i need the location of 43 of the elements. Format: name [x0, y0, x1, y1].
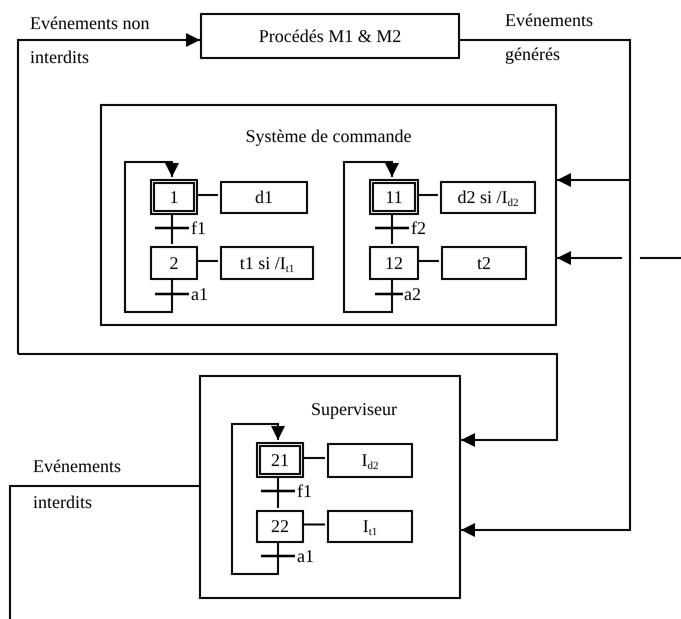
step-box: 2 [150, 246, 198, 280]
arrow [460, 39, 631, 537]
edge-label: f2 [410, 219, 427, 237]
initial-step-box: 21 [256, 442, 304, 478]
connector-line [302, 524, 325, 526]
text-label: Evénements interdits [33, 455, 122, 514]
system-panel [100, 104, 557, 326]
edge-label: a1 [296, 547, 315, 565]
edge-label: a2 [403, 285, 422, 303]
text-label: Evénements générés [505, 9, 594, 66]
action-box: d1 [220, 181, 308, 214]
arrow [18, 353, 558, 447]
edge-label: a1 [190, 285, 209, 303]
connector-line [302, 457, 325, 459]
action-box: d2 si /I$_{d2}$ [440, 181, 536, 214]
text-label: Evénements non interdits [30, 12, 150, 69]
edge-label: f1 [190, 219, 207, 237]
connector-line [417, 260, 439, 262]
process-box: Procédés M1 & M2 [200, 13, 460, 59]
connector-line [196, 260, 218, 262]
connector-line [196, 194, 218, 196]
connector-line [9, 485, 199, 619]
connector-line [391, 213, 393, 244]
action-box: t2 [441, 246, 527, 280]
step-box: 12 [369, 246, 419, 280]
edge-label: f1 [296, 482, 313, 500]
initial-step-box: 1 [150, 179, 198, 215]
system-panel [199, 375, 461, 599]
arrow [231, 423, 285, 575]
step-box: 22 [256, 510, 304, 543]
action-box: I$_{d2}$ [327, 443, 413, 478]
connector-line [171, 213, 173, 244]
arrow [124, 161, 179, 313]
arrow [343, 161, 399, 313]
action-box: t1 si /I$_{t1}$ [220, 246, 314, 280]
panel-title: Système de commande [244, 126, 412, 147]
initial-step-box: 11 [369, 179, 419, 215]
connector-line [277, 476, 279, 508]
arrow [17, 33, 200, 354]
action-box: I$_{t1}$ [327, 510, 413, 543]
panel-title: Superviseur [311, 399, 397, 420]
arrow [556, 251, 681, 265]
connector-line [417, 194, 438, 196]
